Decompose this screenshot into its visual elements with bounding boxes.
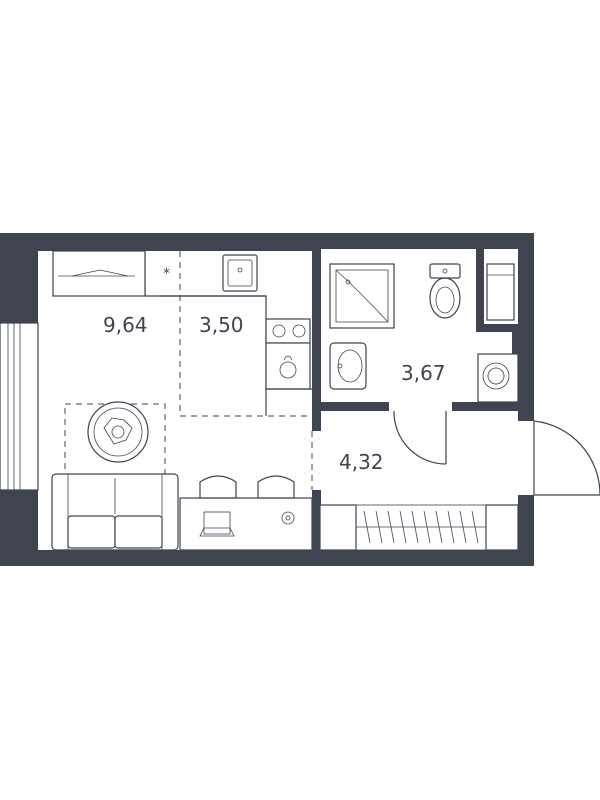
hanger	[423, 510, 431, 544]
wall-niche-bottom	[476, 324, 520, 332]
chair-left	[199, 475, 237, 499]
wall-partition-vertical	[312, 233, 321, 431]
wall-bottom-left	[0, 550, 320, 566]
kitchen-sink	[222, 254, 258, 292]
coffee-table-area	[64, 401, 166, 475]
hanger	[399, 510, 407, 544]
wall-top-right	[318, 233, 534, 249]
hanger	[375, 510, 383, 544]
wall-bath-bottom-left	[321, 402, 389, 411]
shower-tray	[329, 263, 395, 329]
cooktop	[265, 318, 311, 344]
wall-niche-vertical	[476, 249, 484, 329]
window-bottom	[319, 504, 519, 551]
hanger	[435, 510, 443, 544]
bathroom-niche-cabinet	[486, 263, 515, 321]
area-bathroom: 3,67	[401, 361, 446, 385]
hanger	[411, 510, 419, 544]
desk-lamp	[281, 511, 295, 525]
desk	[179, 475, 313, 551]
wall-top-left	[0, 233, 318, 251]
toilet	[429, 263, 461, 319]
bathroom-sink	[329, 342, 367, 390]
washing-machine	[477, 353, 519, 403]
wall-bottom-right	[356, 550, 486, 566]
window-left	[0, 322, 39, 491]
laptop	[199, 511, 235, 537]
wardrobe	[355, 504, 487, 551]
chair-right	[257, 475, 295, 499]
hanger	[387, 510, 395, 544]
entrance-door	[533, 420, 600, 496]
hanger	[363, 510, 371, 544]
wall-right-lower	[518, 495, 534, 566]
walls	[0, 233, 534, 566]
area-living: 9,64	[103, 313, 148, 337]
wall-niche-right	[512, 324, 520, 354]
wall-bottom-mid	[320, 550, 356, 566]
appliance	[265, 342, 311, 390]
kitchen-mark: *	[163, 266, 170, 282]
area-kitchen: 3,50	[199, 313, 244, 337]
zone-separators	[179, 251, 313, 490]
wall-bath-bottom-right	[452, 402, 534, 411]
bathroom-door	[393, 410, 447, 465]
wall-partition-vertical-lower	[312, 490, 321, 566]
hanger	[471, 510, 479, 544]
sofa	[51, 473, 179, 551]
wall-shelf	[52, 250, 146, 297]
wardrobe-hangers	[363, 510, 479, 544]
wall-right-upper	[518, 233, 534, 421]
hanger	[459, 510, 467, 544]
area-hallway: 4,32	[339, 450, 384, 474]
wall-left-upper	[0, 233, 38, 323]
hanger	[447, 510, 455, 544]
